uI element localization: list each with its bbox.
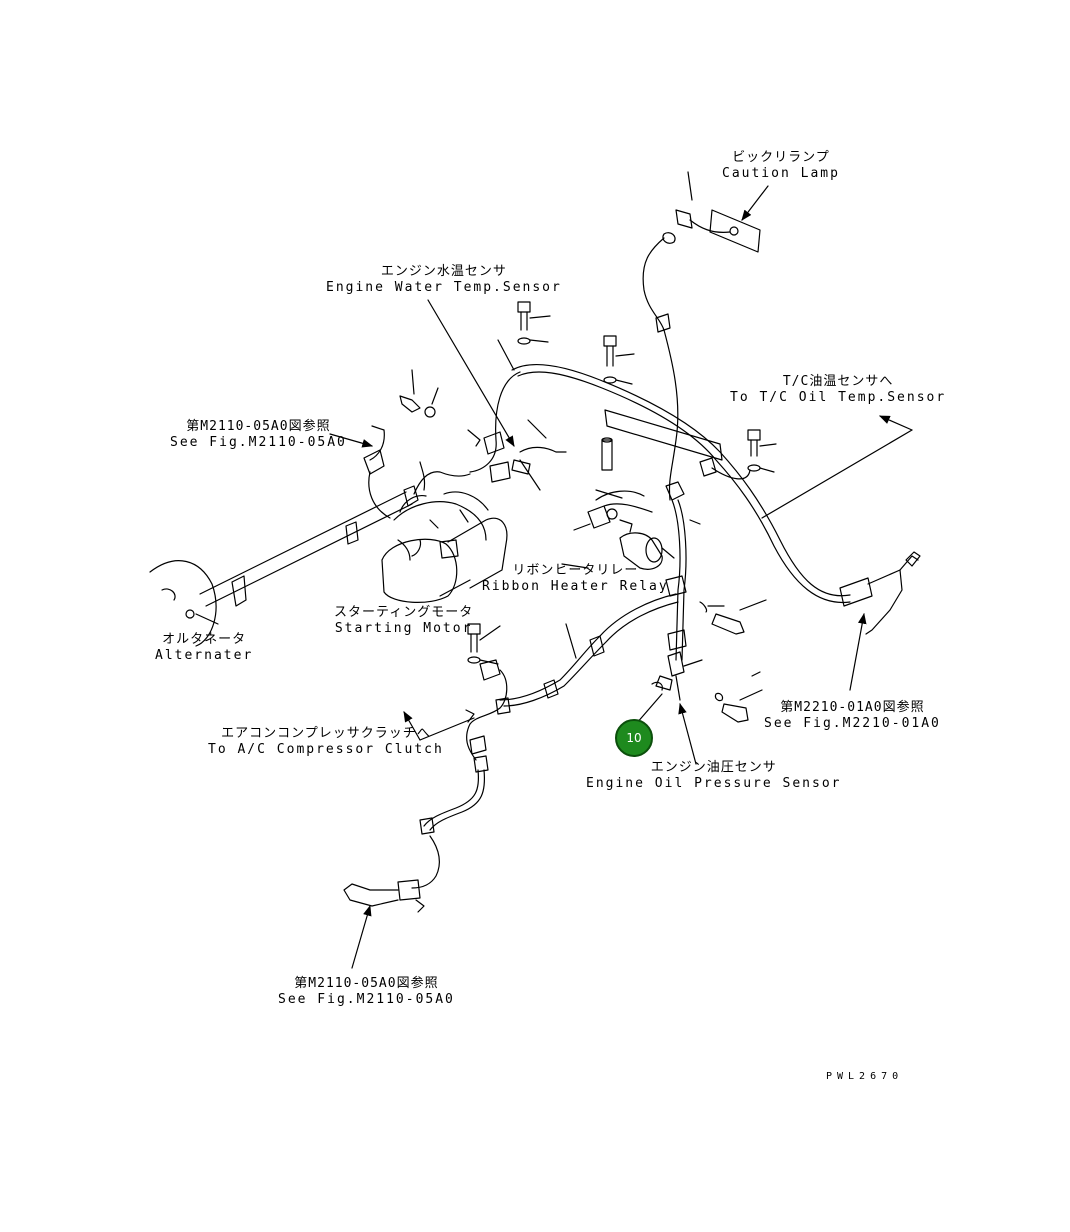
alternator-label-en: Alternater <box>155 648 254 663</box>
lower-harness <box>343 659 511 913</box>
water-temp-sensor-label-jp: エンジン水温センサ <box>380 264 507 279</box>
ac-compressor-clutch-label: エアコンコンプレッサクラッチへ To A/C Compressor Clutch <box>208 726 444 758</box>
see-fig-right-label-en: See Fig.M2210-01A0 <box>764 716 941 731</box>
ac-compressor-clutch-label-jp: エアコンコンプレッサクラッチへ <box>221 726 431 741</box>
see-fig-right-label: 第M2210-01A0図参照 See Fig.M2210-01A0 <box>764 700 941 732</box>
oil-pressure-sensor-label: エンジン油圧センサ Engine Oil Pressure Sensor <box>586 760 842 792</box>
caution-lamp-assembly <box>642 171 761 501</box>
ribbon-heater-relay-drawing <box>573 489 675 570</box>
caution-lamp-label-en: Caution Lamp <box>722 166 840 181</box>
alternator-label-jp: オルタネータ <box>162 632 247 647</box>
see-fig-bottom-label-jp: 第M2110-05A0図参照 <box>294 976 439 991</box>
see-fig-bottom-label: 第M2110-05A0図参照 See Fig.M2110-05A0 <box>278 976 455 1008</box>
alternator-label: オルタネータ Alternater <box>155 632 253 664</box>
see-fig-upper-left-label-en: See Fig.M2110-05A0 <box>170 435 347 450</box>
tc-oil-temp-sensor-label: T/C油温センサへ To T/C Oil Temp.Sensor <box>730 374 946 406</box>
see-fig-upper-left-label: 第M2110-05A0図参照 See Fig.M2110-05A0 <box>170 419 347 451</box>
oil-pressure-sensor-label-jp: エンジン油圧センサ <box>650 760 777 775</box>
tc-oil-temp-sensor-label-en: To T/C Oil Temp.Sensor <box>730 390 947 405</box>
tc-oil-temp-sensor-label-jp: T/C油温センサへ <box>782 374 894 389</box>
main-trunk-harness <box>499 481 703 707</box>
leader-lines <box>195 185 913 969</box>
starting-motor-label: スターティングモータ Starting Motor <box>334 605 473 637</box>
ribbon-heater-relay-label: リボンヒータリレー Ribbon Heater Relay <box>482 563 669 595</box>
caution-lamp-label: ビックリランプ Caution Lamp <box>722 150 840 182</box>
see-fig-bottom-label-en: See Fig.M2110-05A0 <box>278 992 455 1007</box>
ac-compressor-clutch-label-en: To A/C Compressor Clutch <box>208 742 444 757</box>
starting-motor-label-en: Starting Motor <box>334 621 473 636</box>
water-temp-sensor-label-en: Engine Water Temp.Sensor <box>326 280 562 295</box>
ribbon-heater-relay-label-en: Ribbon Heater Relay <box>482 579 669 594</box>
see-fig-upper-left-label-jp: 第M2110-05A0図参照 <box>186 419 331 434</box>
drawing-id: PWL2670 <box>826 1071 904 1082</box>
ribbon-heater-relay-label-jp: リボンヒータリレー <box>512 563 639 578</box>
part-callout-10[interactable]: 10 <box>615 719 653 757</box>
starting-motor-label-jp: スターティングモータ <box>334 605 474 620</box>
caution-lamp-label-jp: ビックリランプ <box>732 150 830 165</box>
alternator-drawing <box>149 425 419 647</box>
see-fig-right-label-jp: 第M2210-01A0図参照 <box>780 700 925 715</box>
bolts-washers <box>399 301 777 723</box>
upper-harness <box>469 363 921 635</box>
water-temp-sensor-area <box>413 339 567 495</box>
oil-pressure-sensor-label-en: Engine Oil Pressure Sensor <box>586 776 842 791</box>
water-temp-sensor-label: エンジン水温センサ Engine Water Temp.Sensor <box>326 264 562 296</box>
